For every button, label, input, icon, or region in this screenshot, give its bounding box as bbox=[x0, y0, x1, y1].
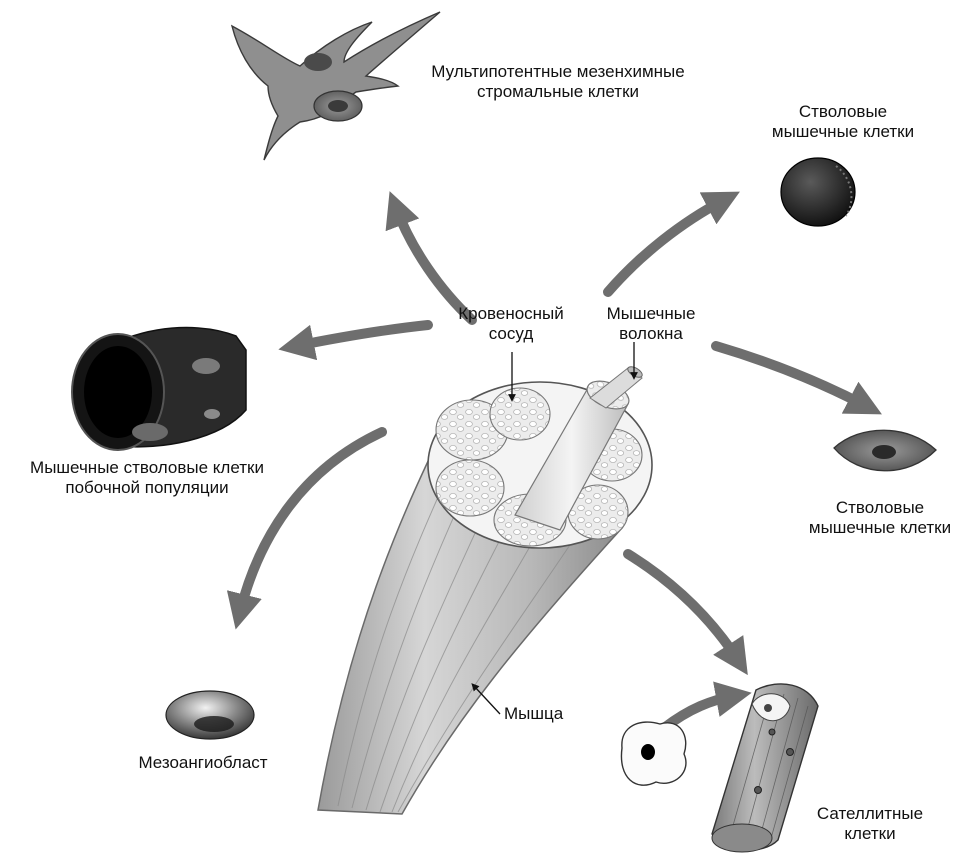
muscle-pointer bbox=[474, 686, 500, 714]
label-stem-right: Стволовые мышечные клетки bbox=[809, 498, 951, 538]
muscle-bundle bbox=[318, 365, 652, 814]
label-mesoangioblast-text: Мезоангиобласт bbox=[138, 753, 267, 773]
arrow-to-side-population bbox=[296, 325, 428, 346]
label-muscle-fibers: Мышечные волокна bbox=[607, 304, 696, 344]
label-muscle-text: Мышца bbox=[504, 704, 563, 724]
label-stem-top-line2: мышечные клетки bbox=[772, 122, 914, 142]
label-stem-top-line1: Стволовые bbox=[772, 102, 914, 122]
label-msc: Мультипотентные мезенхимные стромальные … bbox=[431, 62, 684, 102]
label-muscle-fibers-line2: волокна bbox=[607, 324, 696, 344]
arrow-to-satellite bbox=[628, 554, 738, 660]
label-blood-vessel: Кровеносный сосуд bbox=[458, 304, 564, 344]
label-side-population-line2: побочной популяции bbox=[30, 478, 264, 498]
label-satellite: Сателлитные клетки bbox=[817, 804, 923, 844]
mesoangioblast-cell bbox=[166, 691, 254, 739]
msc-cells bbox=[232, 12, 440, 160]
label-stem-right-line1: Стволовые bbox=[809, 498, 951, 518]
label-side-population-line1: Мышечные стволовые клетки bbox=[30, 458, 264, 478]
label-msc-line1: Мультипотентные мезенхимные bbox=[431, 62, 684, 82]
label-blood-vessel-line1: Кровеносный bbox=[458, 304, 564, 324]
side-population-vessel bbox=[72, 328, 246, 450]
label-side-population: Мышечные стволовые клетки побочной попул… bbox=[30, 458, 264, 498]
stem-cell-top bbox=[781, 158, 855, 226]
label-muscle-fibers-line1: Мышечные bbox=[607, 304, 696, 324]
label-mesoangioblast: Мезоангиобласт bbox=[138, 753, 267, 773]
satellite-cells bbox=[621, 684, 818, 852]
label-muscle: Мышца bbox=[504, 704, 563, 724]
arrow-to-stem-right bbox=[716, 346, 866, 406]
arrow-to-stem-top bbox=[608, 200, 724, 292]
label-satellite-line2: клетки bbox=[817, 824, 923, 844]
stem-cell-right bbox=[834, 430, 936, 471]
label-msc-line2: стромальные клетки bbox=[431, 82, 684, 102]
label-satellite-line1: Сателлитные bbox=[817, 804, 923, 824]
label-blood-vessel-line2: сосуд bbox=[458, 324, 564, 344]
label-stem-right-line2: мышечные клетки bbox=[809, 518, 951, 538]
label-stem-top: Стволовые мышечные клетки bbox=[772, 102, 914, 142]
arrow-cell-to-fiber bbox=[664, 696, 734, 728]
